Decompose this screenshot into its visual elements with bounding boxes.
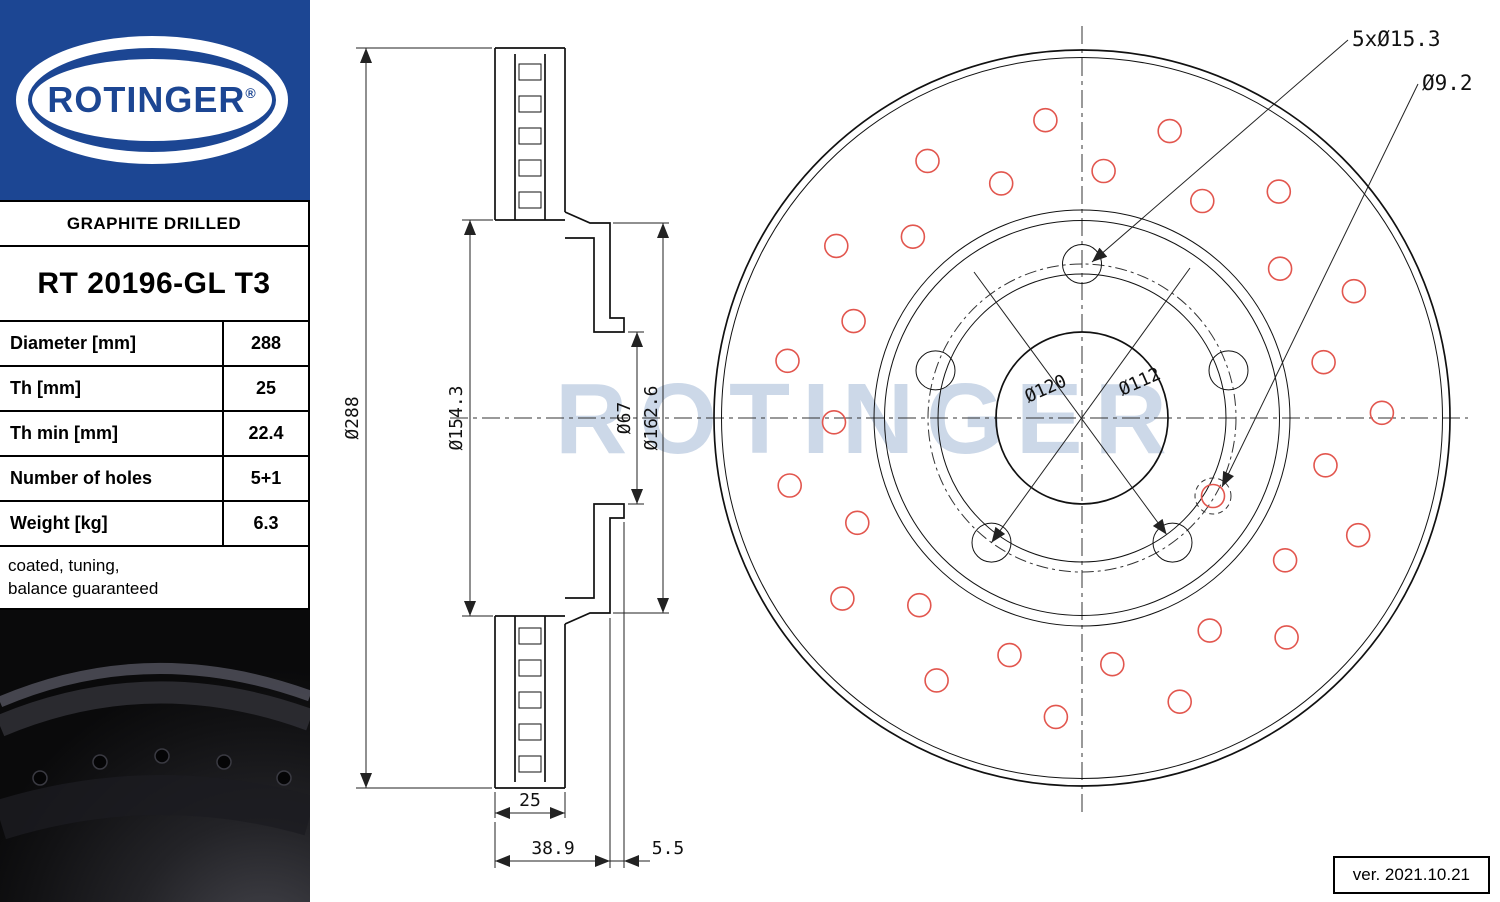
logo-wordmark: ROTINGER® — [47, 79, 256, 120]
technical-drawing: ROTINGER — [310, 0, 1500, 902]
label-bolt-holes: 5xØ15.3 — [1352, 27, 1441, 51]
vent-vanes — [518, 63, 542, 773]
rotinger-logo: ROTINGER® — [16, 36, 288, 164]
left-panel: ROTINGER® GRAPHITE DRILLED RT 20196-GL T… — [0, 0, 310, 902]
spec-note: coated, tuning, balance guaranteed — [0, 547, 308, 610]
dim-hat-diameter: Ø162.6 — [641, 385, 662, 450]
drilled-holes — [775, 107, 1395, 730]
photo-drilled-holes — [32, 748, 292, 786]
dim-outer-diameter: Ø288 — [342, 396, 363, 439]
note-line-2: balance guaranteed — [8, 579, 159, 598]
dim-inner-ring-diameter: Ø154.3 — [446, 385, 467, 450]
spec-label: Diameter [mm] — [10, 333, 137, 353]
friction-ring-bottom — [494, 615, 566, 789]
spec-value: 25 — [222, 367, 308, 410]
bolt-holes — [915, 244, 1249, 563]
logo-ellipse — [32, 59, 272, 141]
front-view-labels: 5xØ15.3 Ø9.2 Ø120 Ø112 — [973, 27, 1473, 543]
spec-row-diameter: Diameter [mm] 288 — [0, 322, 308, 367]
disc-circles — [713, 49, 1451, 787]
version-label: ver. 2021.10.21 — [1352, 865, 1470, 884]
spec-value: 5+1 — [222, 457, 308, 500]
brand-header: ROTINGER® — [0, 0, 310, 200]
bolt-circle — [927, 263, 1237, 573]
label-drill-diameter: Ø9.2 — [1422, 71, 1473, 95]
spec-row-weight: Weight [kg] 6.3 — [0, 502, 308, 547]
product-photo — [0, 610, 310, 902]
front-view: 5xØ15.3 Ø9.2 Ø120 Ø112 — [713, 27, 1473, 787]
logo-ring — [16, 36, 288, 164]
hat-section — [564, 211, 625, 625]
cross-section-dimensions: Ø288 Ø154.3 Ø67 Ø162.6 25 — [342, 47, 685, 868]
disc-rim-highlight — [0, 662, 310, 708]
spec-label: Number of holes — [10, 468, 153, 488]
dim-total-width: 38.9 — [531, 838, 574, 859]
version-box: ver. 2021.10.21 — [1332, 856, 1490, 894]
note-line-1: coated, tuning, — [8, 556, 120, 575]
spec-label: Th min [mm] — [10, 423, 118, 443]
part-number: RT 20196-GL T3 — [0, 247, 308, 322]
brake-disc-photo — [0, 610, 310, 902]
friction-ring-top — [494, 47, 566, 221]
dim-bore-diameter: Ø67 — [614, 402, 635, 435]
spec-value: 6.3 — [222, 502, 308, 545]
drawing-canvas: ROTINGER — [342, 26, 1473, 868]
product-type-label: GRAPHITE DRILLED — [0, 200, 308, 247]
spec-table: Diameter [mm] 288 Th [mm] 25 Th min [mm]… — [0, 322, 308, 547]
cross-section-view: Ø288 Ø154.3 Ø67 Ø162.6 25 — [342, 47, 685, 868]
disc-face-groove — [0, 775, 310, 840]
info-sections: GRAPHITE DRILLED RT 20196-GL T3 Diameter… — [0, 200, 310, 610]
spec-row-th-min: Th min [mm] 22.4 — [0, 412, 308, 457]
disc-rim-band — [0, 681, 310, 737]
watermark: ROTINGER — [555, 363, 1179, 475]
spec-label: Th [mm] — [10, 378, 81, 398]
spec-value: 288 — [222, 322, 308, 365]
spec-label: Weight [kg] — [10, 513, 108, 533]
dim-flange-offset: 5.5 — [652, 838, 685, 859]
spec-row-th: Th [mm] 25 — [0, 367, 308, 412]
spec-row-holes: Number of holes 5+1 — [0, 457, 308, 502]
pin-hole — [1194, 477, 1232, 515]
dim-thickness: 25 — [519, 790, 541, 811]
spec-value: 22.4 — [222, 412, 308, 455]
center-bore — [995, 331, 1169, 505]
